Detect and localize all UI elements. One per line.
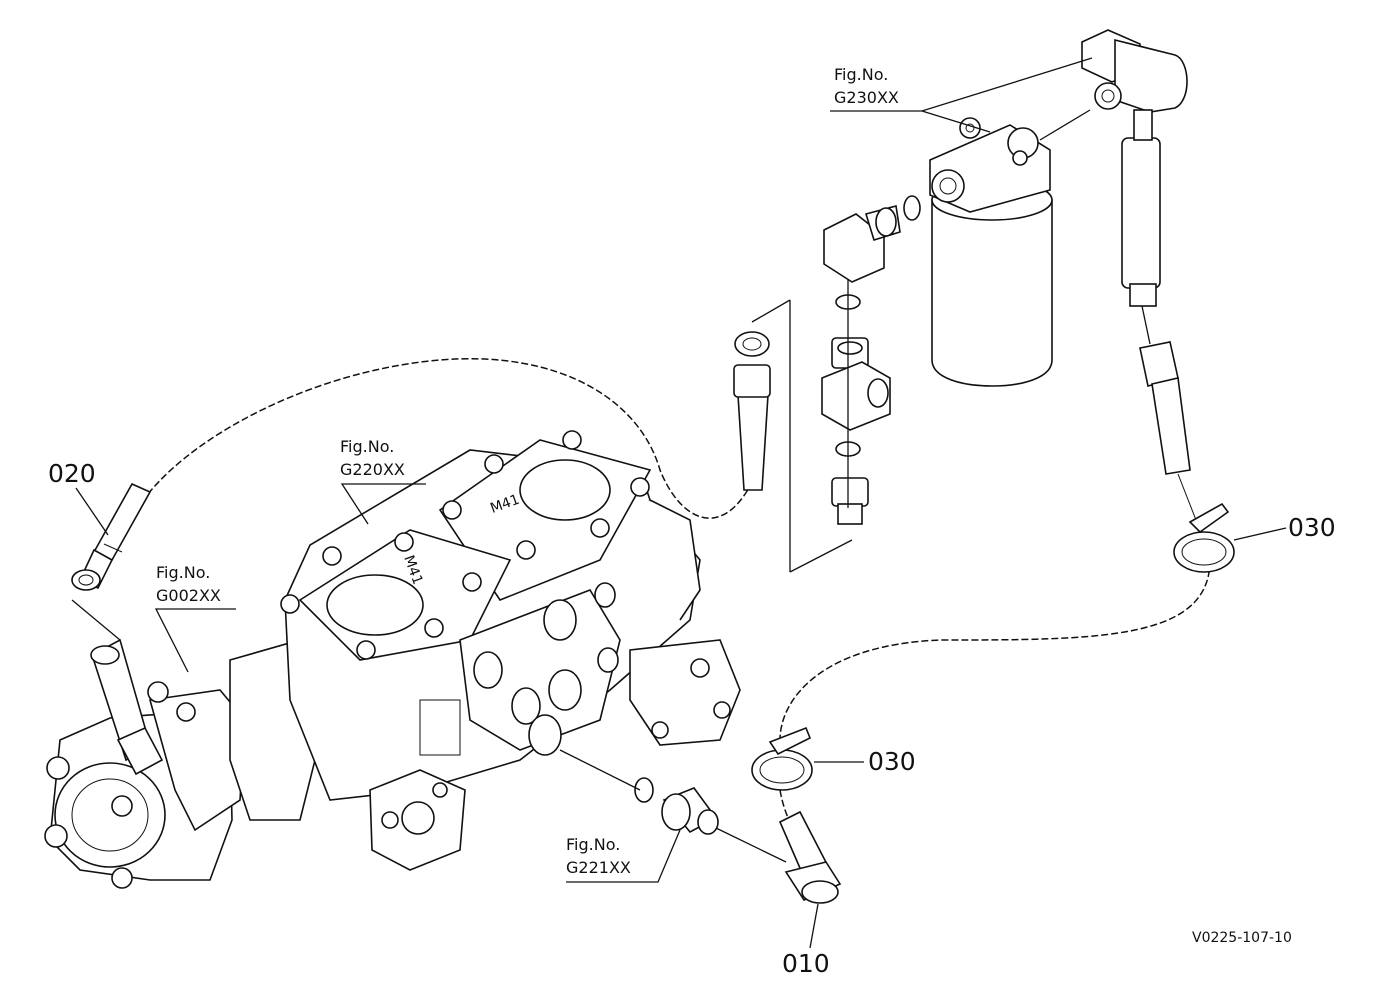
elbow-fitting-column [821, 204, 901, 525]
hydraulic-filter [903, 117, 1053, 387]
figref-g220-line2: G220XX [340, 460, 405, 479]
callout-020: 020 [48, 459, 96, 488]
figref-g230-line2: G230XX [834, 88, 899, 107]
callout-030-upper: 030 [1288, 513, 1336, 542]
figref-g230-line1: Fig.No. [834, 65, 888, 84]
adapter-to-hose-line [715, 827, 787, 863]
figref-g221: Fig.No. G221XX [566, 829, 681, 883]
lower-hose-path [779, 473, 1211, 841]
callout-010-leader [809, 903, 819, 949]
upper-hose-path [147, 358, 751, 519]
figref-g002-line1: Fig.No. [156, 563, 210, 582]
connection-line-020 [71, 599, 121, 641]
hose-clamp-030-lower[interactable] [751, 726, 813, 791]
figref-g230: Fig.No. G230XX [830, 57, 1093, 141]
part-020-hose-fitting[interactable] [71, 482, 152, 591]
hose-clamp-030-upper[interactable] [1173, 502, 1235, 573]
return-pipe-connector [1141, 305, 1151, 345]
drawing-code: V0225-107-10 [1192, 930, 1292, 946]
callout-030-lower: 030 [868, 747, 916, 776]
control-valve-block: M41 M41 [280, 430, 741, 871]
return-pipe-assembly [1081, 29, 1191, 475]
figref-g221-line2: G221XX [566, 858, 631, 877]
figref-g002-line2: G002XX [156, 586, 221, 605]
upper-hose-end [733, 331, 771, 491]
part-010-elbow-hose[interactable] [778, 810, 842, 904]
callout-010: 010 [782, 949, 830, 978]
figref-g221-line1: Fig.No. [566, 835, 620, 854]
figref-g220: Fig.No. G220XX [340, 437, 426, 525]
figref-g002: Fig.No. G002XX [154, 563, 236, 673]
adapter-fitting-g221 [634, 777, 719, 835]
bracket-line-top [751, 299, 791, 323]
adapter-axis-line [559, 749, 641, 791]
bracket-line-bottom [789, 539, 853, 573]
figref-g220-line1: Fig.No. [340, 437, 394, 456]
gear-pump [44, 638, 331, 889]
callout-020-leader [75, 487, 109, 536]
callout-030-upper-leader [1233, 527, 1287, 541]
